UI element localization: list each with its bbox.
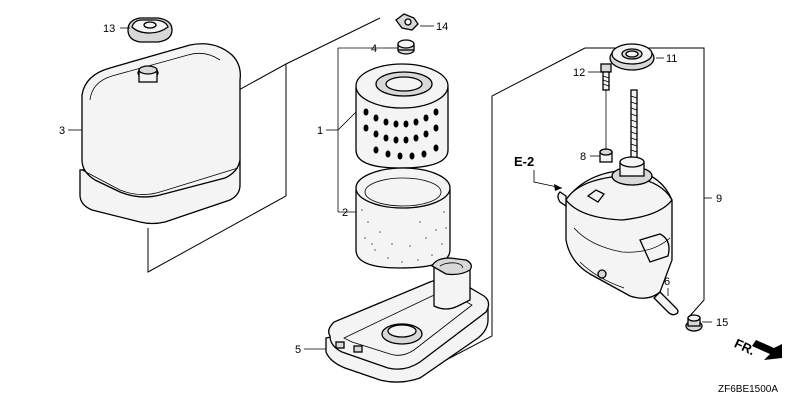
callout-15: 15 bbox=[716, 317, 728, 329]
callout-9: 9 bbox=[716, 193, 722, 205]
breather-pin bbox=[653, 291, 679, 316]
air-cleaner-cover bbox=[79, 43, 241, 225]
leader-lines bbox=[68, 25, 712, 350]
reference-label: E-2 bbox=[514, 154, 534, 169]
e2-reference-arrow bbox=[533, 170, 563, 191]
callout-11: 11 bbox=[666, 53, 677, 65]
callout-13: 13 bbox=[103, 23, 115, 35]
air-cleaner-element bbox=[355, 63, 449, 169]
callout-14: 14 bbox=[436, 21, 448, 33]
wing-nut bbox=[127, 17, 173, 43]
callout-12: 12 bbox=[573, 67, 585, 79]
element-perforations bbox=[363, 108, 439, 160]
callout-6: 6 bbox=[664, 276, 670, 288]
clip bbox=[395, 13, 419, 31]
air-cleaner-case bbox=[325, 257, 490, 383]
front-direction-arrow bbox=[752, 340, 782, 360]
grommet bbox=[397, 39, 415, 55]
callout-2: 2 bbox=[342, 207, 348, 219]
callout-3: 3 bbox=[59, 125, 65, 137]
bolt bbox=[600, 63, 612, 91]
foam-stipple bbox=[361, 209, 447, 263]
seal bbox=[609, 43, 655, 71]
collar bbox=[599, 148, 613, 163]
air-cleaner-elbow bbox=[557, 89, 673, 299]
flange-nut bbox=[685, 314, 703, 332]
callout-8: 8 bbox=[580, 151, 586, 163]
callout-1: 1 bbox=[317, 125, 323, 137]
drawing-code: ZF6BE1500A bbox=[718, 384, 778, 395]
direction-label: FR. bbox=[732, 336, 757, 358]
callout-4: 4 bbox=[371, 43, 377, 55]
callout-5: 5 bbox=[295, 344, 301, 356]
foam-element bbox=[355, 167, 451, 269]
